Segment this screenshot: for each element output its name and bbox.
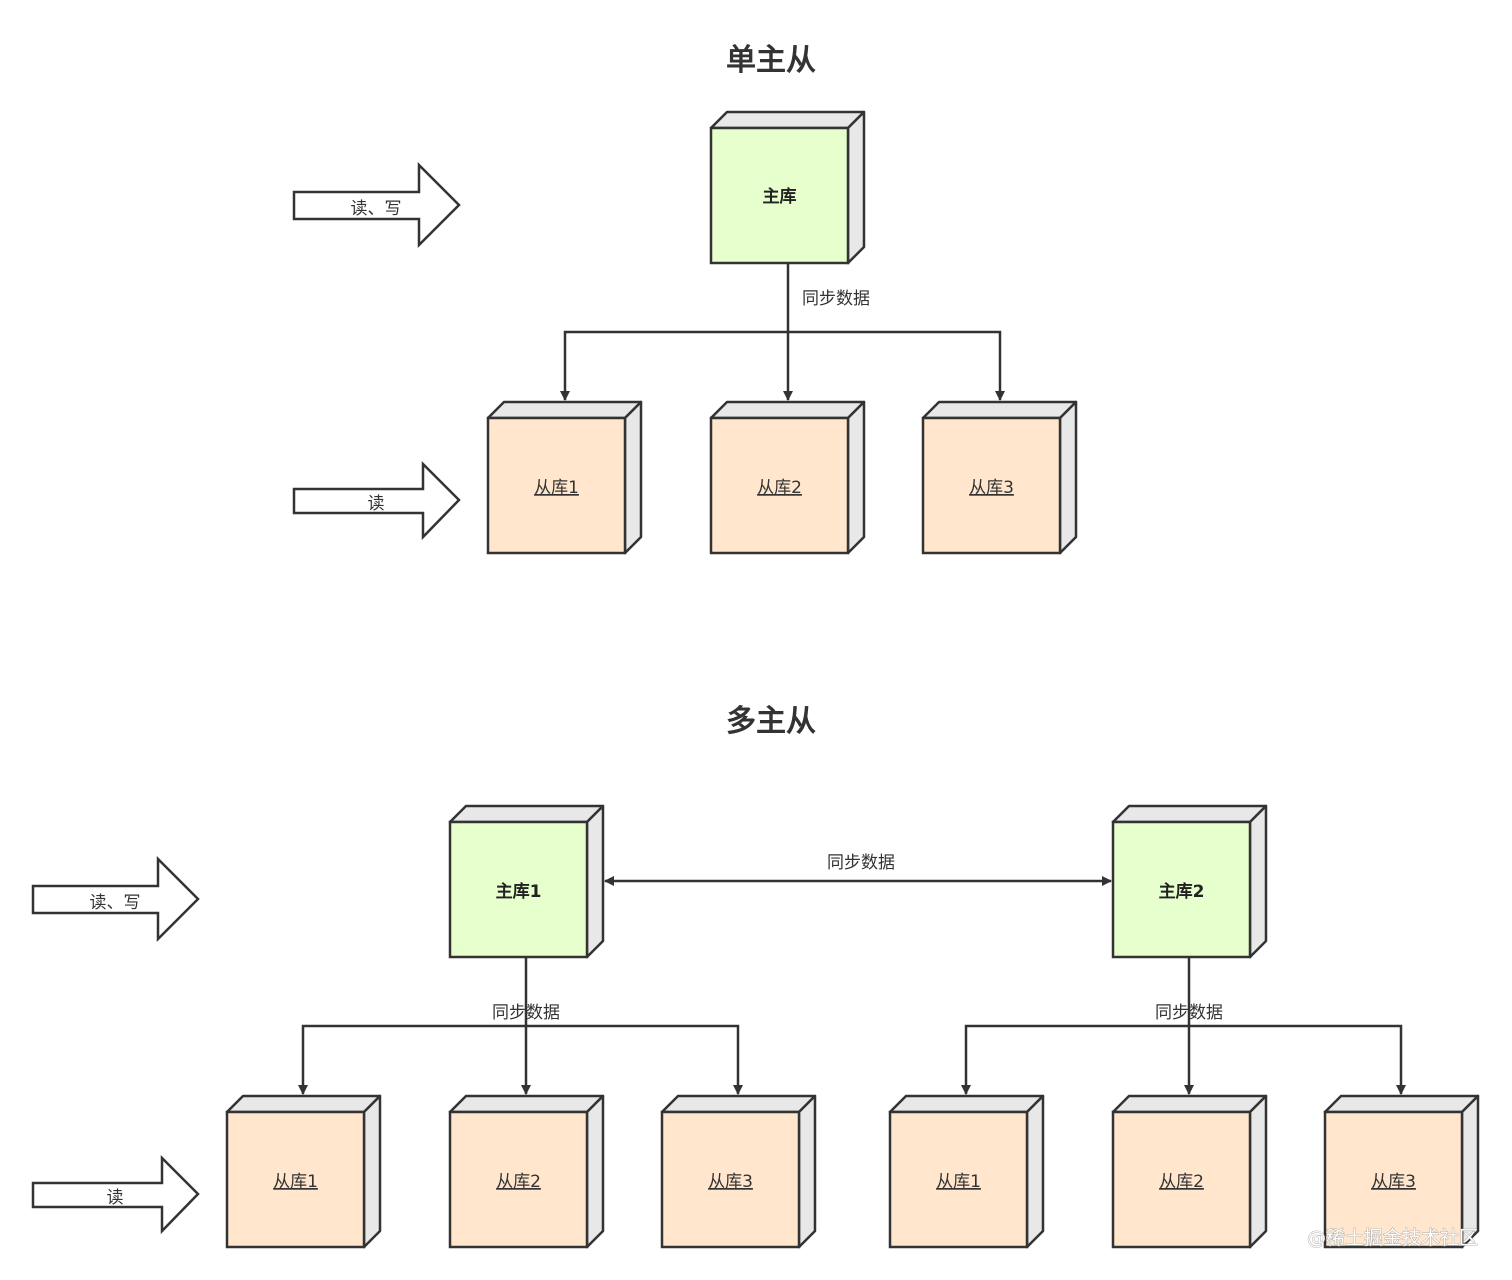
multi-left-sync-edges	[298, 957, 743, 1095]
multi-master-node-1[interactable]: 主库1	[448, 804, 605, 959]
title-multi-master: 多主从	[726, 704, 816, 739]
multi-right-slave-label-1: 从库1	[936, 1172, 981, 1192]
multi-left-slave-node-3[interactable]: 从库3	[660, 1094, 817, 1249]
single-read-arrow: 读	[292, 460, 461, 541]
multi-left-slave-label-2: 从库2	[496, 1172, 541, 1192]
single-slave-label-3: 从库3	[969, 478, 1014, 498]
master-front	[448, 820, 589, 959]
masters-sync-label: 同步数据	[827, 853, 895, 873]
single-read-label: 读	[368, 494, 385, 514]
slave-front	[709, 416, 850, 555]
multi-read-label: 读	[107, 1188, 124, 1208]
single-slave-label-1: 从库1	[534, 478, 579, 498]
multi-read-arrow: 读	[31, 1154, 200, 1235]
single-slave-node-1[interactable]: 从库1	[486, 400, 643, 555]
single-read-write-arrow: 读、写	[292, 161, 461, 249]
multi-left-sync-label: 同步数据	[492, 1003, 560, 1023]
slave-front	[921, 416, 1062, 555]
multi-right-slave-node-1[interactable]: 从库1	[888, 1094, 1045, 1249]
multi-right-slave-node-3[interactable]: 从库3	[1323, 1094, 1480, 1249]
multi-master-node-2[interactable]: 主库2	[1111, 804, 1268, 959]
multi-right-slave-node-2[interactable]: 从库2	[1111, 1094, 1268, 1249]
multi-read-write-label: 读、写	[90, 893, 141, 913]
multi-left-slave-node-2[interactable]: 从库2	[448, 1094, 605, 1249]
multi-master-label-2: 主库2	[1159, 881, 1205, 902]
slave-front	[448, 1110, 589, 1249]
single-slave-label-2: 从库2	[757, 478, 802, 498]
multi-right-slave-label-3: 从库3	[1371, 1172, 1416, 1192]
watermark-text: @稀土掘金技术社区	[1307, 1227, 1478, 1249]
multi-right-sync-label: 同步数据	[1155, 1003, 1223, 1023]
single-sync-edges	[560, 263, 1005, 401]
slave-front	[225, 1110, 366, 1249]
multi-left-slave-label-3: 从库3	[708, 1172, 753, 1192]
title-single-master: 单主从	[726, 43, 816, 78]
multi-read-write-arrow: 读、写	[31, 855, 200, 943]
slave-front	[1111, 1110, 1252, 1249]
master-front	[1111, 820, 1252, 959]
multi-right-sync-edges	[961, 957, 1406, 1095]
single-master-node[interactable]: 主库	[709, 110, 866, 265]
slave-front	[888, 1110, 1029, 1249]
single-slave-node-2[interactable]: 从库2	[709, 400, 866, 555]
single-slave-node-3[interactable]: 从库3	[921, 400, 1078, 555]
slave-front	[486, 416, 627, 555]
slave-front	[1323, 1110, 1464, 1249]
multi-right-slave-label-2: 从库2	[1159, 1172, 1204, 1192]
multi-left-slave-label-1: 从库1	[273, 1172, 318, 1192]
multi-master-label-1: 主库1	[496, 881, 542, 902]
single-master-label: 主库	[763, 186, 797, 207]
slave-front	[660, 1110, 801, 1249]
single-sync-label: 同步数据	[802, 289, 870, 309]
multi-left-slave-node-1[interactable]: 从库1	[225, 1094, 382, 1249]
master-front	[709, 126, 850, 265]
single-read-write-label: 读、写	[351, 199, 402, 219]
